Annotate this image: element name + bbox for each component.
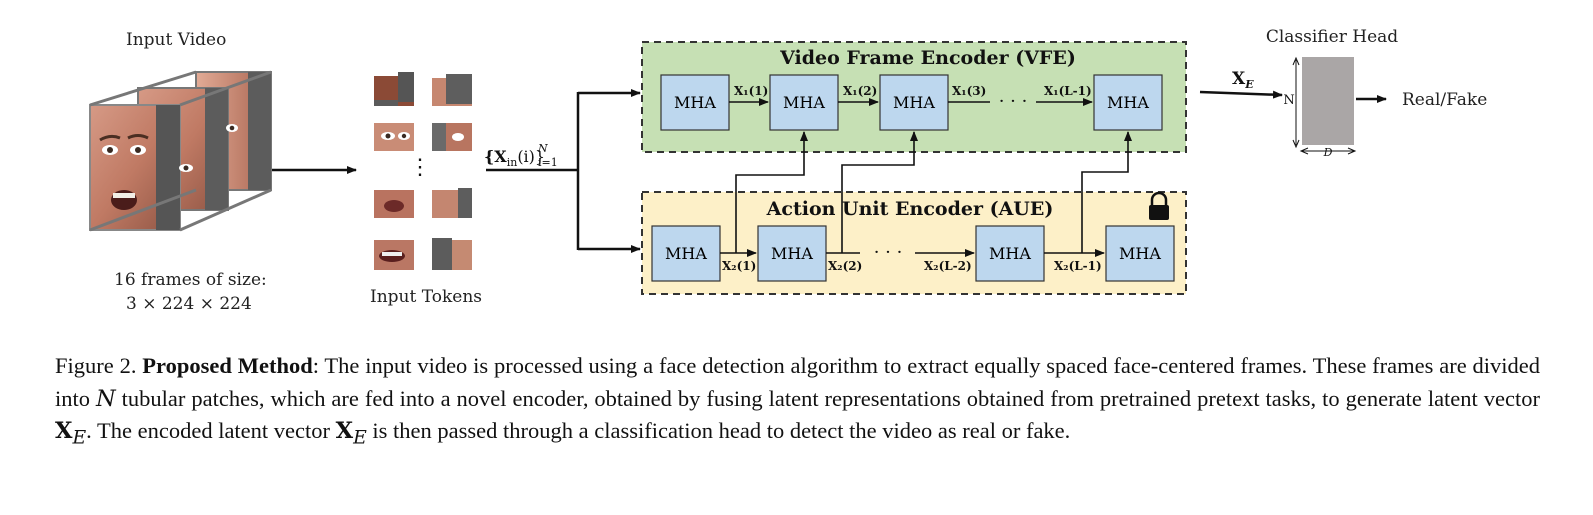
- arrow-vfe-to-classifier: [1199, 90, 1283, 99]
- svg-text:X₂(L-1): X₂(L-1): [1054, 259, 1102, 273]
- svg-text:⋮: ⋮: [409, 155, 431, 180]
- vfe-title: Video Frame Encoder (VFE): [779, 47, 1076, 69]
- token-patch: [432, 123, 472, 151]
- svg-text:i=1: i=1: [538, 156, 558, 169]
- aue-mha-block-2: MHA: [757, 225, 827, 282]
- classifier-d-label: D: [1323, 146, 1333, 159]
- svg-text:N: N: [537, 142, 548, 155]
- svg-text:X₁(3): X₁(3): [952, 84, 986, 98]
- aue-title: Action Unit Encoder (AUE): [766, 198, 1054, 220]
- token-split-arrows: [486, 89, 641, 253]
- token-patch: [432, 188, 472, 218]
- aue-ellipsis: · · ·: [874, 242, 903, 263]
- method-figure: ⋮ {Xin(i)} N i=1 Video Frame Encoder (VF…: [89, 27, 1488, 314]
- vfe-mha-block-1: MHA: [660, 74, 730, 131]
- svg-text:X₂(2): X₂(2): [828, 259, 862, 273]
- vfe-mha-block-3: MHA: [879, 74, 949, 131]
- svg-text:MHA: MHA: [1107, 93, 1149, 112]
- vfe-blocks: MHA MHA MHA MHA: [660, 74, 1163, 131]
- svg-text:{Xin(i)}: {Xin(i)}: [484, 147, 545, 169]
- svg-text:X₁(2): X₁(2): [843, 84, 877, 98]
- aue-container: [641, 191, 1187, 295]
- svg-text:X₁(1): X₁(1): [734, 84, 768, 98]
- caption-bold-title: Proposed Method: [142, 353, 313, 378]
- input-tokens-grid: ⋮: [374, 72, 472, 270]
- caption-xe-symbol-2: X: [335, 418, 354, 444]
- architecture-diagram: ⋮ {Xin(i)} N i=1 Video Frame Encoder (VF…: [89, 27, 1398, 295]
- svg-text:X₁(L-1): X₁(L-1): [1044, 84, 1092, 98]
- svg-text:MHA: MHA: [674, 93, 716, 112]
- output-label: Real/Fake: [1402, 90, 1488, 110]
- caption-prefix: Figure 2.: [55, 353, 143, 378]
- token-patch: [374, 123, 414, 151]
- classifier-dimensions: [1292, 56, 1357, 155]
- fusion-arrows: [735, 131, 1132, 253]
- input-video-label: Input Video: [126, 30, 227, 50]
- xe-label: XE: [1232, 69, 1254, 91]
- svg-text:MHA: MHA: [989, 244, 1031, 263]
- frames-size-line2: 3 × 224 × 224: [126, 294, 252, 314]
- aue-mha-block-last: MHA: [1105, 225, 1175, 282]
- input-video-frames: [89, 70, 272, 232]
- tokens-set-label: {Xin(i)} N i=1: [484, 142, 558, 169]
- token-patch: [374, 240, 414, 270]
- input-tokens-label: Input Tokens: [370, 287, 483, 307]
- caption-xe-symbol-1: X: [55, 418, 73, 444]
- vfe-ellipsis: · · ·: [999, 91, 1028, 112]
- caption-n-symbol: N: [96, 385, 116, 412]
- frames-size-line1: 16 frames of size:: [114, 270, 267, 290]
- figure-caption: Figure 2. Proposed Method: The input vid…: [55, 350, 1540, 455]
- svg-text:X₂(1): X₂(1): [722, 259, 756, 273]
- svg-text:MHA: MHA: [1119, 244, 1161, 263]
- caption-text-4: is then passed through a classification …: [366, 418, 1071, 443]
- svg-text:MHA: MHA: [783, 93, 825, 112]
- caption-text-3: . The encoded latent vector: [86, 418, 336, 443]
- token-patch: [432, 74, 472, 106]
- vfe-mha-block-last: MHA: [1093, 74, 1163, 131]
- vfe-output-labels: X₁(1) X₁(2) X₁(3) X₁(L-1): [734, 84, 1092, 98]
- caption-text-1: : The input video is processed using a f…: [55, 353, 1541, 411]
- lock-icon: [1149, 191, 1169, 220]
- classifier-head-block: [1302, 57, 1354, 145]
- svg-text:MHA: MHA: [665, 244, 707, 263]
- aue-mha-block-1: MHA: [651, 225, 721, 282]
- svg-text:MHA: MHA: [771, 244, 813, 263]
- aue-output-labels: X₂(1) X₂(2) X₂(L-2) X₂(L-1): [722, 259, 1102, 273]
- token-patch: [432, 238, 472, 270]
- caption-xe-sub-2: E: [353, 427, 367, 449]
- vfe-mha-block-2: MHA: [769, 74, 839, 131]
- aue-blocks: MHA MHA MHA MHA: [651, 225, 1175, 282]
- token-patch: [374, 72, 414, 106]
- caption-text-2: tubular patches, which are fed into a no…: [115, 385, 1540, 411]
- svg-text:X₂(L-2): X₂(L-2): [924, 259, 972, 273]
- classifier-n-label: N: [1283, 93, 1294, 108]
- svg-text:MHA: MHA: [893, 93, 935, 112]
- caption-xe-sub-1: E: [72, 427, 87, 449]
- classifier-head-label: Classifier Head: [1266, 27, 1398, 47]
- aue-mha-block-3: MHA: [975, 225, 1045, 282]
- token-patch: [374, 190, 414, 218]
